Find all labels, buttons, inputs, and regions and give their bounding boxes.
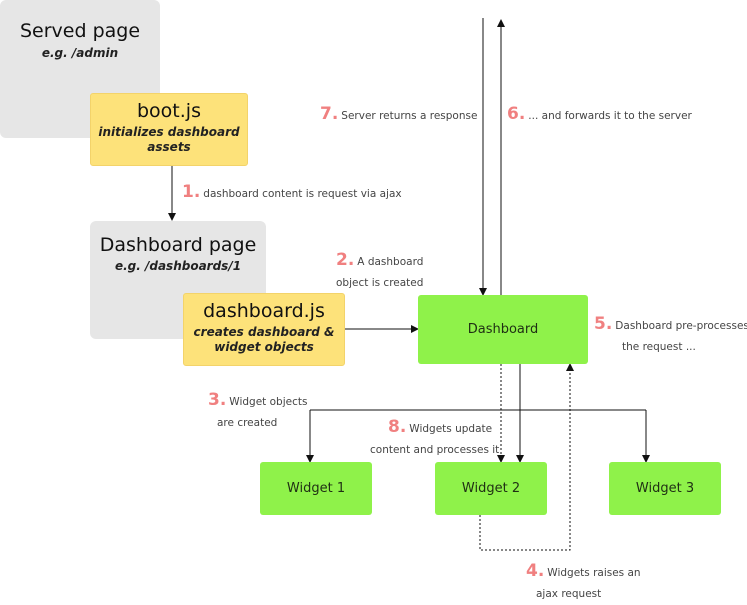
step-7-label: 7.Server returns a response <box>320 104 477 127</box>
dashboard-js-box: dashboard.js creates dashboard & widget … <box>183 293 345 366</box>
served-page-example: e.g. /admin <box>41 46 119 60</box>
step-5-label: 5.Dashboard pre-processes the request ..… <box>594 314 747 358</box>
dashboard-node: Dashboard <box>418 295 588 364</box>
boot-js-title: boot.js <box>137 100 201 122</box>
boot-js-box: boot.js initializes dashboard assets <box>90 93 248 166</box>
step-8-line2: content and processes it <box>370 444 500 456</box>
widget-3-label: Widget 3 <box>635 481 695 496</box>
step-2-label: 2.A dashboard object is created <box>336 250 423 294</box>
step-5-number: 5. <box>594 314 613 334</box>
step-1-number: 1. <box>182 182 201 202</box>
dashboard-node-label: Dashboard <box>467 322 539 337</box>
widget-2-node: Widget 2 <box>435 462 547 515</box>
widget-1-label: Widget 1 <box>286 481 346 496</box>
step-1-text: dashboard content is request via ajax <box>203 188 402 200</box>
step-6-number: 6. <box>507 104 526 124</box>
step-8-line1: Widgets update <box>409 423 493 435</box>
step-2-number: 2. <box>336 250 355 270</box>
step-2-line1: A dashboard <box>357 256 424 268</box>
dashboard-js-line2: widget objects <box>214 340 314 354</box>
step-1-label: 1.dashboard content is request via ajax <box>182 182 402 205</box>
step-3-number: 3. <box>208 390 227 410</box>
served-page-title: Served page <box>19 20 141 42</box>
dashboard-page-title: Dashboard page <box>99 234 257 256</box>
step-4-line2: ajax request <box>536 588 602 600</box>
step-4-label: 4.Widgets raises an ajax request <box>526 561 641 605</box>
widget-3-node: Widget 3 <box>609 462 721 515</box>
step-2-line2: object is created <box>336 277 424 289</box>
boot-js-line1: initializes dashboard <box>98 125 240 139</box>
step-8-label: 8.Widgets update content and processes i… <box>370 417 499 461</box>
step-4-line1: Widgets raises an <box>547 567 641 579</box>
dashboard-page-example: e.g. /dashboards/1 <box>114 259 242 273</box>
dashboard-page-box: Dashboard page e.g. /dashboards/1 <box>90 221 266 339</box>
step-8-number: 8. <box>388 417 407 437</box>
widget-1-node: Widget 1 <box>260 462 372 515</box>
step-6-label: 6.... and forwards it to the server <box>507 104 692 127</box>
step-4-number: 4. <box>526 561 545 581</box>
dashboard-js-line1: creates dashboard & <box>193 325 335 339</box>
dashboard-js-title: dashboard.js <box>203 300 325 322</box>
step-3-line2: are created <box>217 417 278 429</box>
dashed-ajax-request-loop <box>479 363 574 551</box>
step-5-line1: Dashboard pre-processes <box>615 320 747 332</box>
step-6-text: ... and forwards it to the server <box>528 110 692 122</box>
step-7-number: 7. <box>320 104 339 124</box>
step-3-label: 3.Widget objects are created <box>208 390 307 434</box>
boot-js-line2: assets <box>147 140 191 154</box>
step-3-line1: Widget objects <box>229 396 308 408</box>
widget-2-label: Widget 2 <box>461 481 521 496</box>
step-7-text: Server returns a response <box>341 110 478 122</box>
step-5-line2: the request ... <box>622 341 696 353</box>
